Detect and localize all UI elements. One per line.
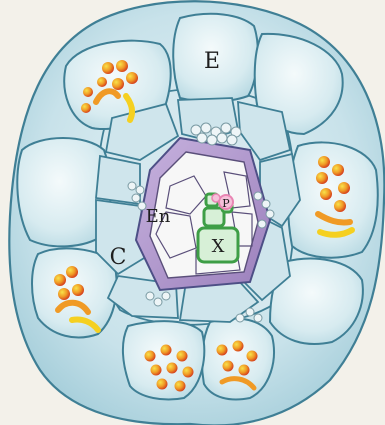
label-xylem: X [212, 236, 225, 257]
inner-cell-2 [178, 98, 238, 140]
label-epidermis: E [204, 49, 220, 74]
label-endodermis: En [146, 206, 171, 227]
label-phloem: P [222, 197, 230, 210]
outer-cell-right [288, 142, 378, 257]
phloem-cell-2 [212, 194, 220, 202]
outer-cell-bottom-right [202, 318, 274, 399]
label-cortex: C [110, 245, 127, 270]
